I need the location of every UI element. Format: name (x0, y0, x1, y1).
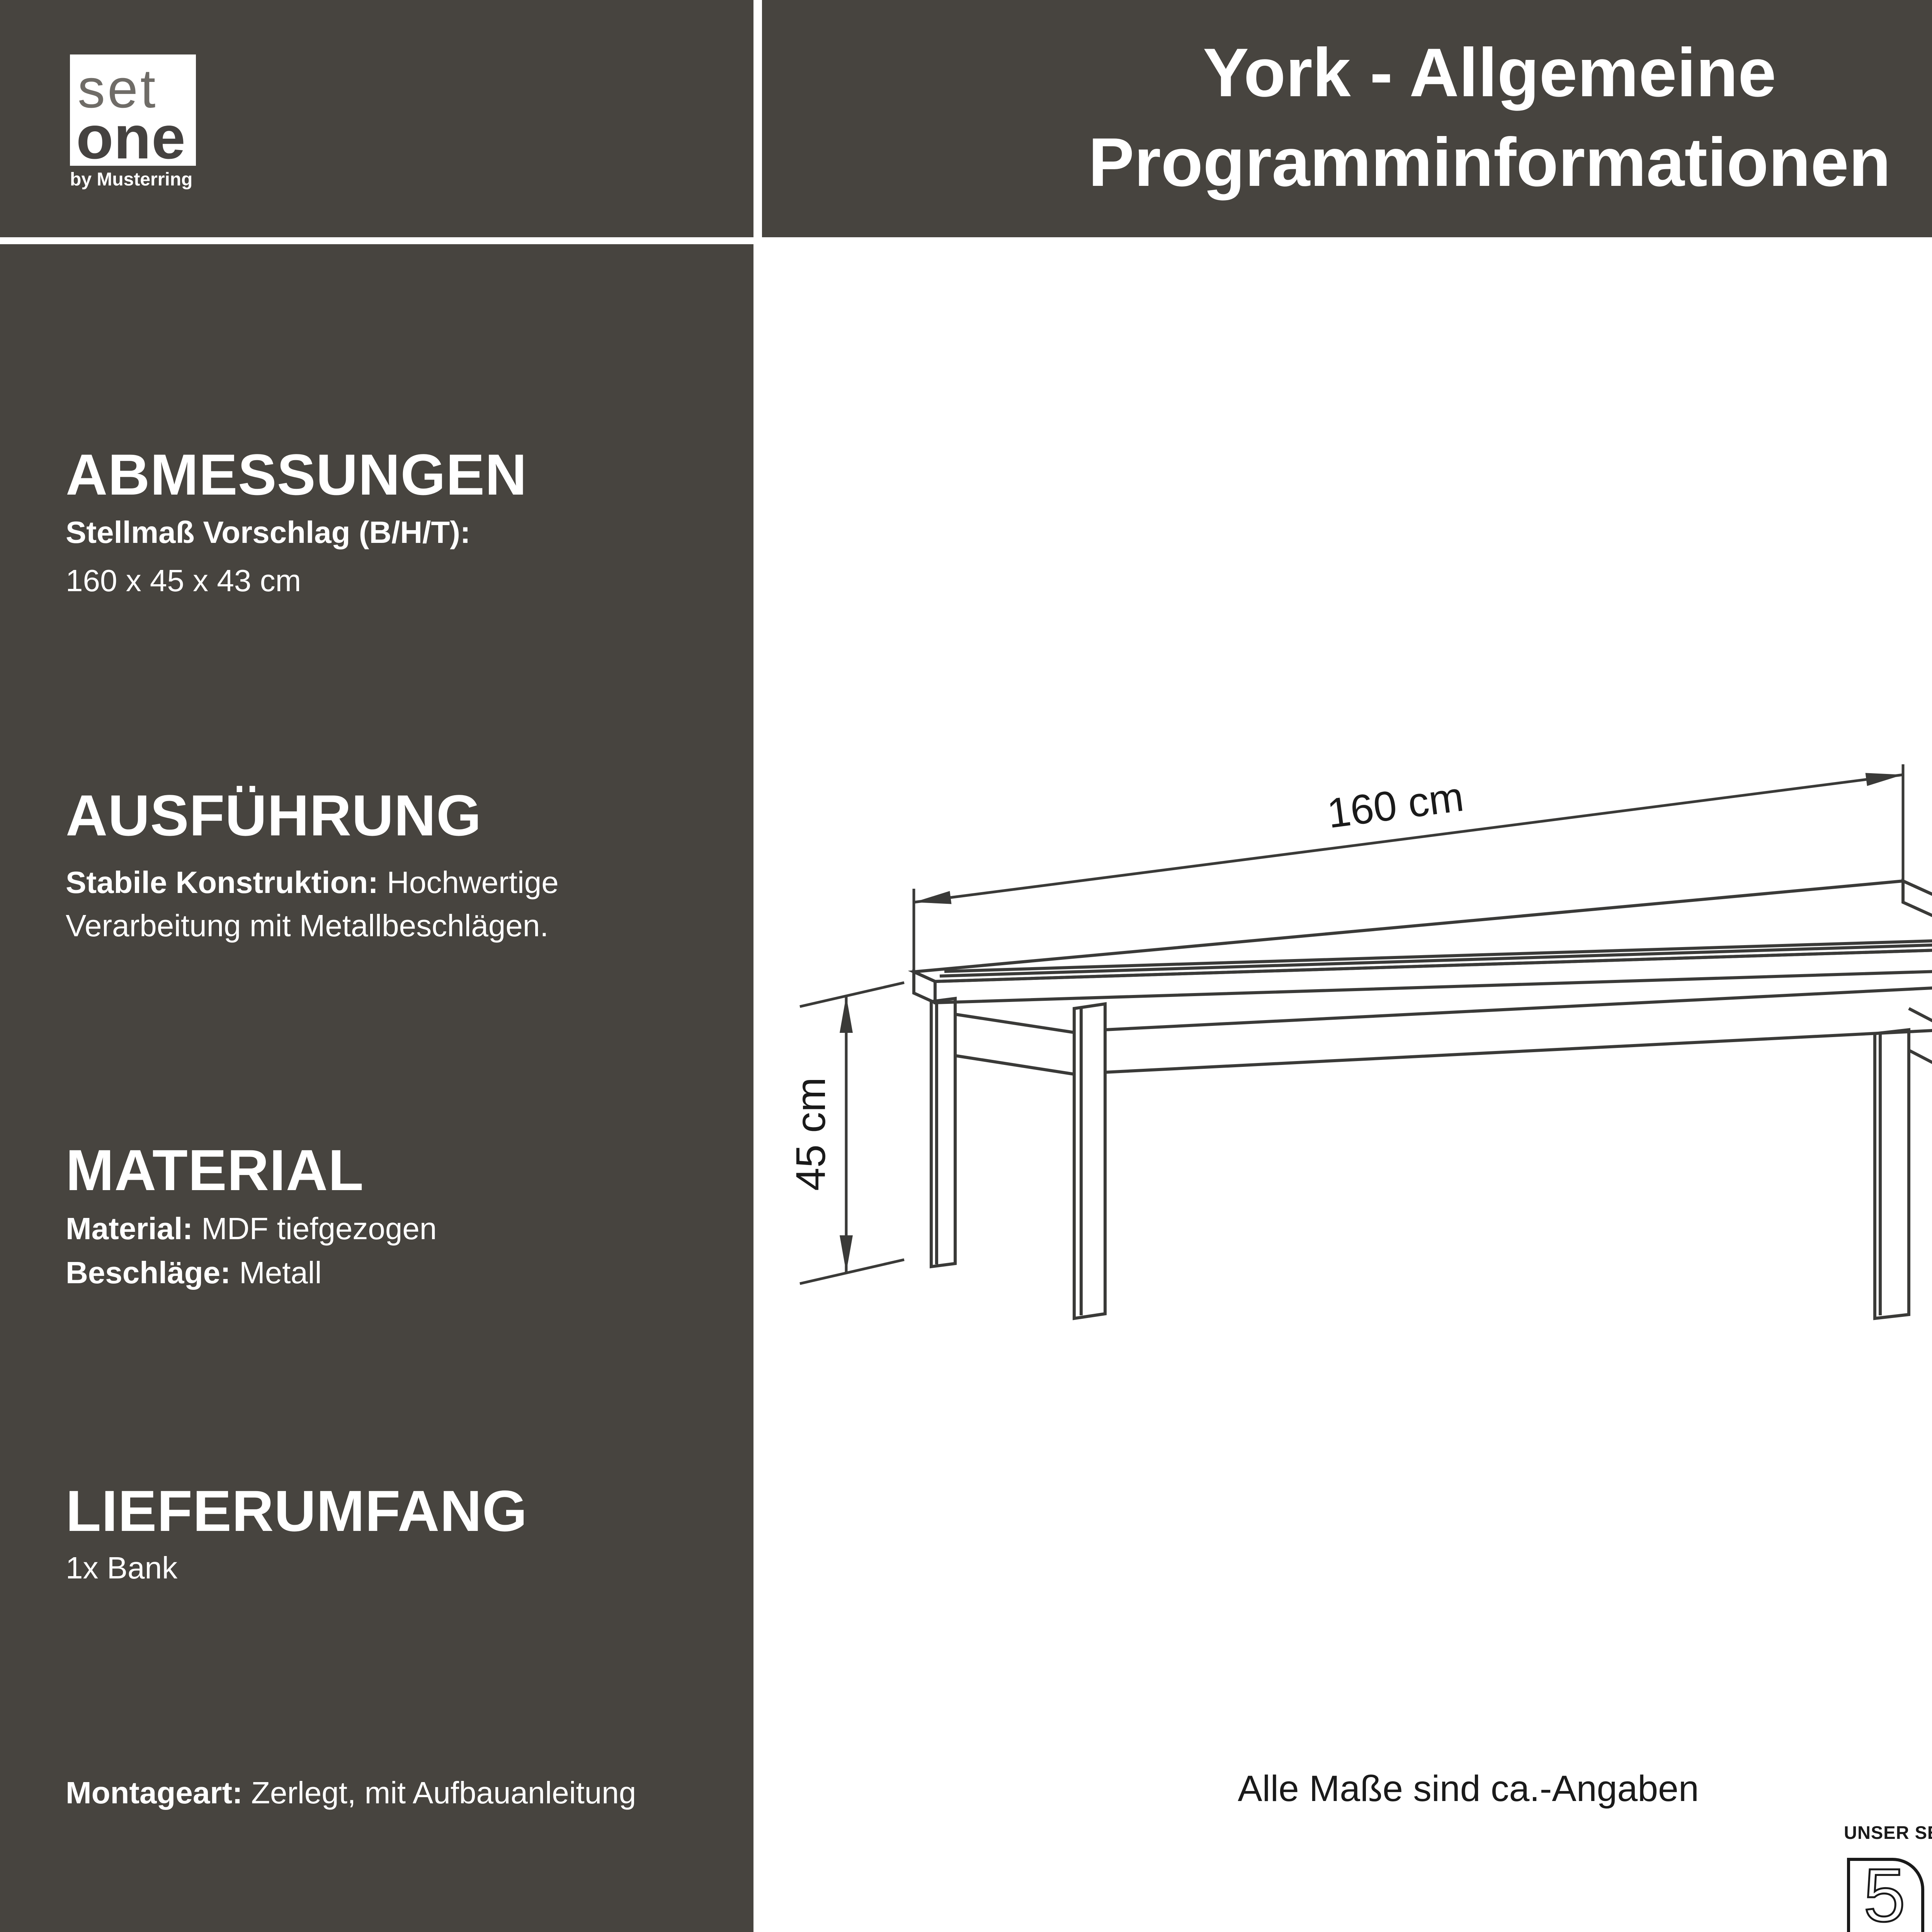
height-extension-line (799, 1258, 905, 1285)
montageart-label-bold: Montageart: (66, 1776, 243, 1810)
material-row: Beschläge: Metall (66, 1251, 703, 1294)
material-label-bold: Material: (66, 1211, 193, 1246)
page-title-line2: Programminformationen (1088, 124, 1891, 201)
material-row: Material: MDF tiefgezogen (66, 1207, 703, 1250)
seat-edge-groove-line (939, 943, 1932, 978)
page-title: York - Allgemeine Programminformationen (762, 0, 1932, 207)
bench-seat-left-end (912, 969, 937, 1005)
logo-word-set: set (78, 58, 158, 119)
header-bar: York - Allgemeine Programminformationen (762, 0, 1932, 237)
montageart-value: Zerlegt, mit Aufbauanleitung (242, 1776, 636, 1810)
section-heading-material: MATERIAL (66, 1138, 364, 1202)
width-dimension-label: 160 cm (1325, 773, 1466, 837)
page-title-line1: York - Allgemeine (1203, 34, 1776, 111)
bench-apron-top-edge (1105, 986, 1932, 1031)
five-years-badge-icon: 5 (1847, 1855, 1924, 1932)
bench-front-left-leg (1073, 1002, 1107, 1320)
beschlaege-value: Metall (230, 1255, 322, 1290)
bench-dimension-drawing: 160 cm 43 cm 45 cm (787, 761, 1932, 1457)
section-heading-ausfuehrung: AUSFÜHRUNG (66, 783, 482, 848)
five-years-glyph: 5 (1864, 1855, 1905, 1932)
bench-left-apron-top (955, 1013, 1075, 1034)
bench-back-left-leg (930, 997, 957, 1269)
height-extension-line (799, 981, 905, 1008)
ausfuehrung-label-bold: Stabile Konstruktion: (66, 865, 378, 900)
service-badges-row: 5 (1844, 1855, 1932, 1932)
ausfuehrung-text-regular: Hochwertige Verarbeitung mit Metallbesch… (66, 865, 559, 943)
lieferumfang-value: 1x Bank (66, 1551, 178, 1585)
services-block: UNSER SERVICE FÜR DICH 5 5 JAHRE GARANTI… (1844, 1822, 1932, 1932)
bench-seat-right-end (1901, 878, 1932, 917)
logo-byline: by Musterring (70, 169, 193, 190)
brand-block: set one by Musterring (0, 0, 753, 237)
material-value: MDF tiefgezogen (192, 1211, 437, 1246)
abmessungen-label-bold: Stellmaß Vorschlag (B/H/T): (66, 515, 471, 549)
bench-apron-bottom-edge (1105, 1029, 1932, 1074)
abmessungen-value: 160 x 45 x 43 cm (66, 563, 301, 598)
logo-word-one: one (76, 104, 186, 172)
sidebar: ABMESSUNGEN Stellmaß Vorschlag (B/H/T): … (0, 244, 753, 1932)
services-heading: UNSER SERVICE FÜR DICH (1844, 1822, 1932, 1843)
section-heading-abmessungen: ABMESSUNGEN (66, 442, 527, 507)
width-dimension-line (913, 773, 1903, 904)
bench-right-apron-top (1908, 1007, 1932, 1022)
brand-logo: set one (70, 54, 196, 172)
bench-drawing-svg: 160 cm 43 cm 45 cm (787, 764, 1932, 1320)
bench-back-right-leg (1873, 1028, 1910, 1320)
beschlaege-label-bold: Beschläge: (66, 1255, 231, 1290)
abmessungen-label: Stellmaß Vorschlag (B/H/T): (66, 511, 684, 554)
ausfuehrung-text: Stabile Konstruktion: Hochwertige Verarb… (66, 861, 668, 947)
height-dimension-label: 45 cm (796, 1077, 834, 1191)
measurements-note: Alle Maße sind ca.-Angaben (1238, 1768, 1699, 1809)
bench-right-apron-bottom (1908, 1049, 1932, 1064)
montageart-line: Montageart: Zerlegt, mit Aufbauanleitung (66, 1771, 636, 1815)
section-heading-lieferumfang: LIEFERUMFANG (66, 1478, 528, 1543)
seat-edge-groove-line (944, 939, 1932, 973)
bench-left-apron-bottom (955, 1054, 1075, 1076)
